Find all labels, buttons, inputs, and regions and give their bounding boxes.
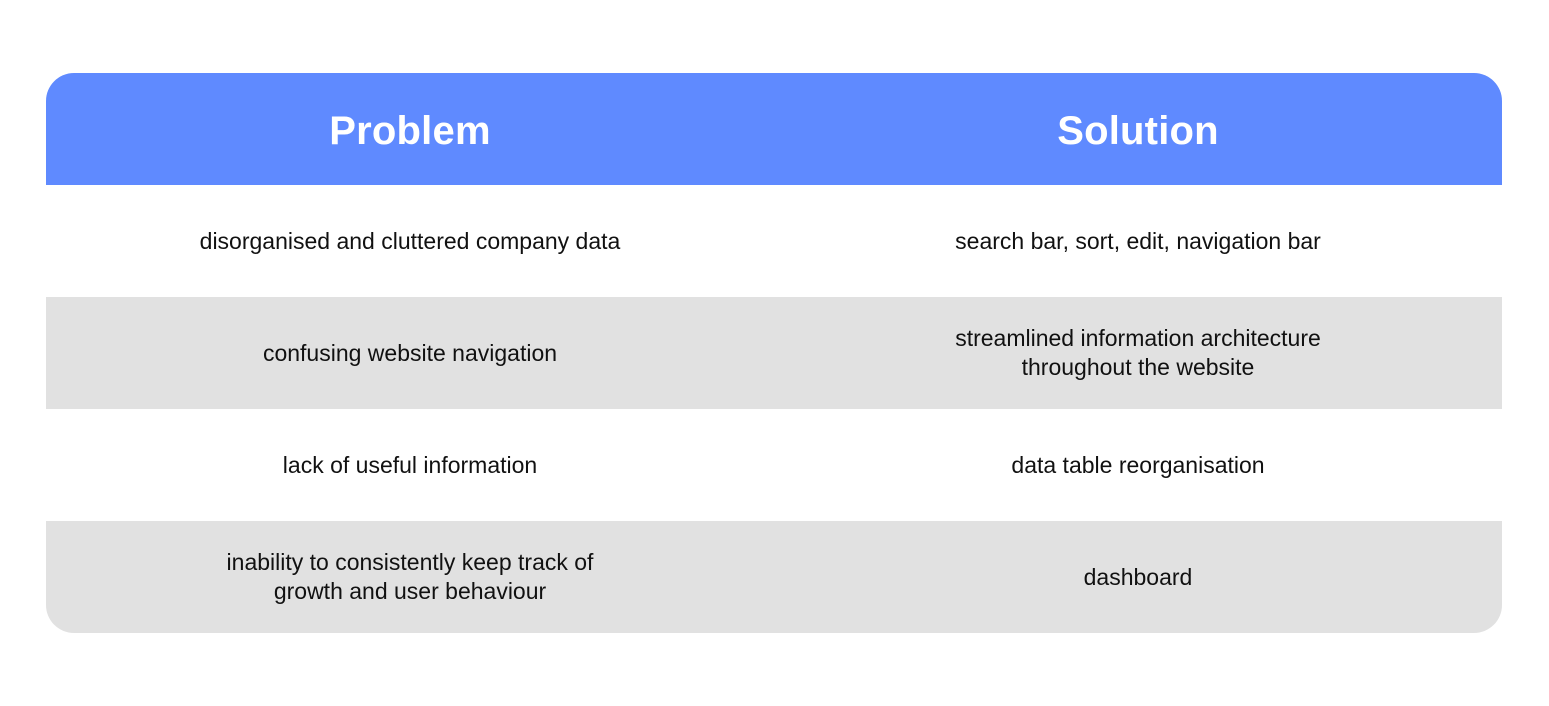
solution-cell: search bar, sort, edit, navigation bar [774,185,1502,297]
solution-cell: dashboard [774,521,1502,633]
problem-cell: inability to consistently keep track of … [46,521,774,633]
problem-text: lack of useful information [282,451,538,478]
problem-cell: disorganised and cluttered company data [46,185,774,297]
solution-text: dashboard [1083,563,1193,590]
table-row: lack of useful information data table re… [46,409,1502,521]
problem-solution-table: Problem Solution disorganised and clutte… [46,73,1502,633]
table-row: inability to consistently keep track of … [46,521,1502,633]
table-header-row: Problem Solution [46,73,1502,185]
header-problem-label: Problem [329,108,491,153]
header-cell-solution: Solution [774,73,1502,185]
solution-cell: data table reorganisation [774,409,1502,521]
header-solution-label: Solution [1057,108,1219,153]
solution-text: streamlined information architecture thr… [955,325,1321,380]
solution-text: data table reorganisation [1011,451,1265,478]
problem-text: confusing website navigation [262,339,558,366]
solution-cell: streamlined information architecture thr… [774,297,1502,409]
problem-cell: lack of useful information [46,409,774,521]
problem-text: inability to consistently keep track of … [226,549,594,604]
problem-text: disorganised and cluttered company data [199,227,621,254]
solution-text: search bar, sort, edit, navigation bar [955,227,1321,254]
table-row: confusing website navigation streamlined… [46,297,1502,409]
problem-cell: confusing website navigation [46,297,774,409]
table-row: disorganised and cluttered company data … [46,185,1502,297]
header-cell-problem: Problem [46,73,774,185]
